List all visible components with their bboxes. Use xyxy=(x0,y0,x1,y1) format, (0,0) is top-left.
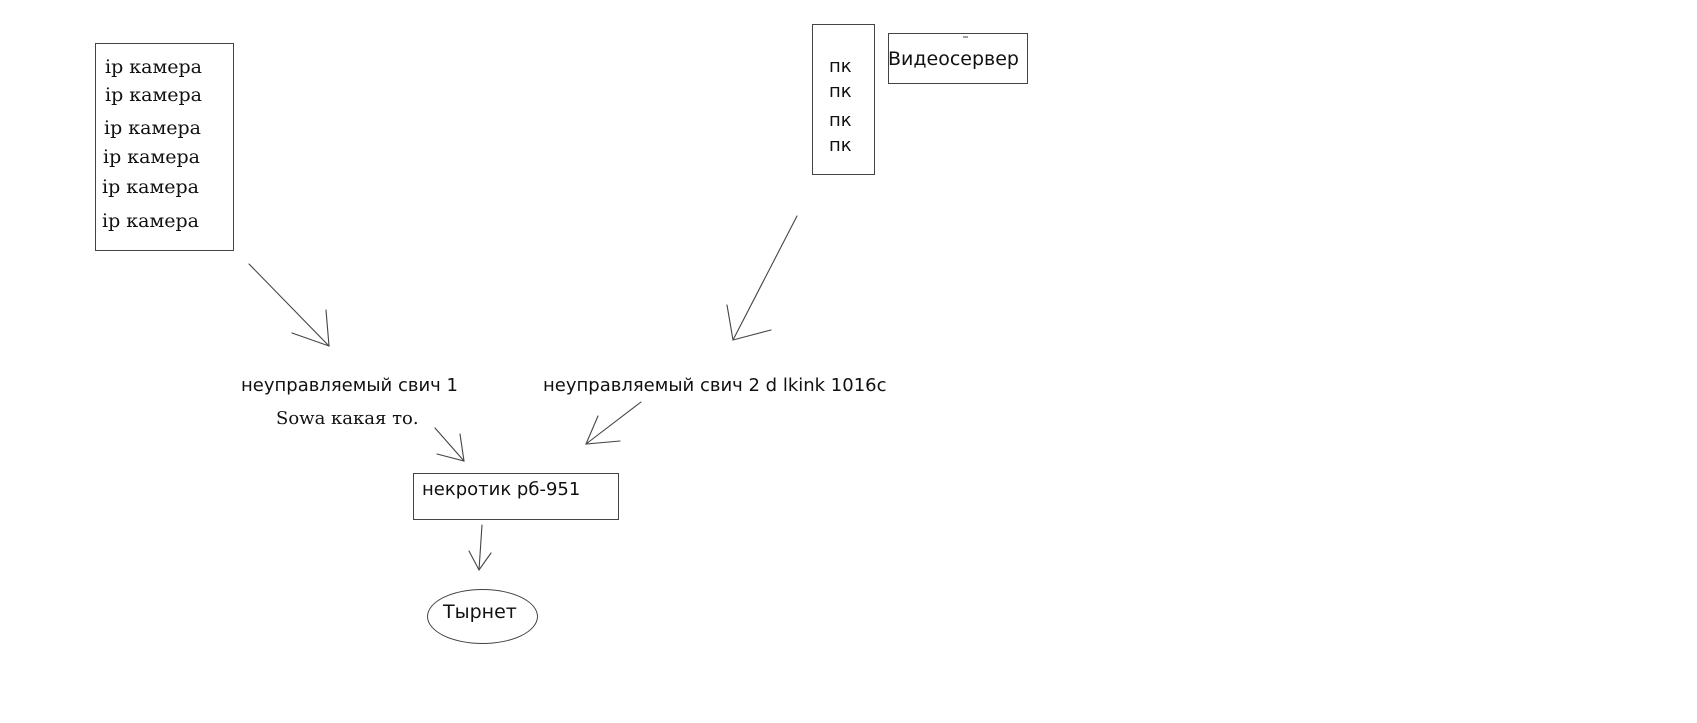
arrow-cameras-to-switch1 xyxy=(248,263,330,347)
pc-label: пк xyxy=(829,56,852,77)
ip-camera-group-box xyxy=(95,43,234,251)
internet-label: Тырнет xyxy=(443,601,517,623)
arrow-head xyxy=(468,550,492,572)
pc-label: пк xyxy=(829,81,852,102)
arrow-head xyxy=(585,415,621,445)
arrow-head xyxy=(726,304,772,341)
arrow-head xyxy=(436,433,465,462)
router-label: некротик рб-951 xyxy=(422,479,581,500)
ip-camera-label: ip камера xyxy=(102,176,199,198)
arrow-router-to-internet xyxy=(478,524,483,571)
ip-camera-label: ip камера xyxy=(103,146,200,168)
ip-camera-label: ip камера xyxy=(105,56,202,78)
videoserver-label: Видеосервер xyxy=(888,48,1019,70)
arrow-switch2-to-router xyxy=(585,401,642,445)
pc-label: пк xyxy=(829,135,852,156)
ip-camera-label: ip камера xyxy=(104,117,201,139)
ip-camera-label: ip камера xyxy=(102,210,199,232)
ip-camera-label: ip камера xyxy=(105,84,202,106)
internet-ellipse xyxy=(427,589,538,644)
arrow-pcs-to-switch2 xyxy=(732,215,798,341)
arrow-head xyxy=(291,309,330,347)
pc-group-box xyxy=(812,24,875,175)
arrow-switch1-to-router xyxy=(434,427,465,462)
switch-1-sublabel: Sowa какая то. xyxy=(276,408,419,429)
switch-2-label: неуправляемый свич 2 d lkink 1016c xyxy=(543,375,887,396)
router-box xyxy=(413,473,619,520)
pc-label: пк xyxy=(829,110,852,131)
videoserver-box xyxy=(888,33,1028,84)
switch-1-label: неуправляемый свич 1 xyxy=(241,375,458,396)
